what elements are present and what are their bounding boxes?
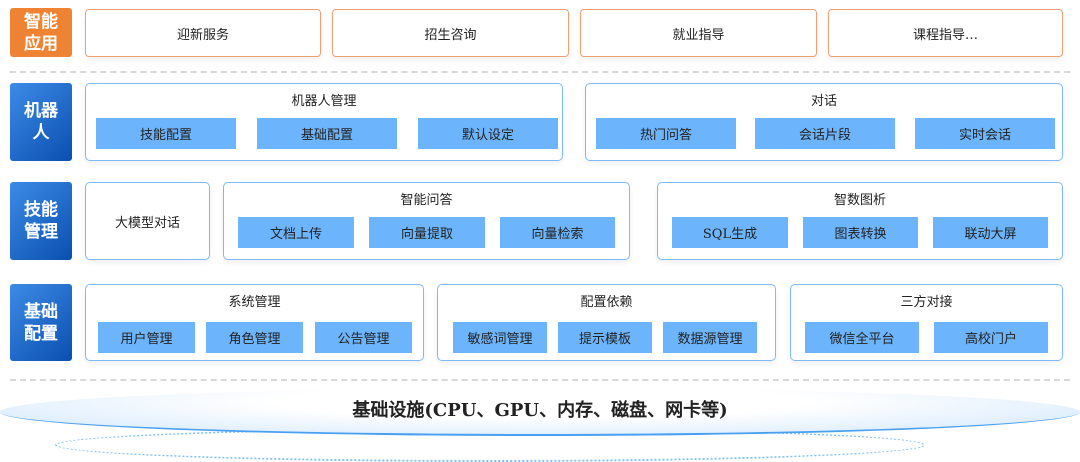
app-box: 招生咨询 bbox=[332, 9, 569, 57]
module-box: 数据源管理 bbox=[663, 322, 757, 353]
group-data-analysis: 智数图析 SQL生成 图表转换 联动大屏 bbox=[657, 182, 1063, 260]
app-box: 课程指导… bbox=[828, 9, 1063, 57]
app-box: 迎新服务 bbox=[85, 9, 321, 57]
module-box: 敏感词管理 bbox=[453, 322, 547, 353]
group-dialog: 对话 热门问答 会话片段 实时会话 bbox=[585, 83, 1063, 161]
module-box: 文档上传 bbox=[238, 217, 354, 248]
module-box: 向量提取 bbox=[369, 217, 485, 248]
layer-label-robot: 机器人 bbox=[10, 83, 72, 161]
group-third-party: 三方对接 微信全平台 高校门户 bbox=[790, 284, 1063, 361]
module-box: 默认设定 bbox=[418, 118, 558, 149]
module-box: 会话片段 bbox=[755, 118, 895, 149]
group-title: 配置依赖 bbox=[580, 295, 633, 310]
module-box: 高校门户 bbox=[934, 322, 1048, 353]
module-box: 实时会话 bbox=[915, 118, 1055, 149]
group-config-deps: 配置依赖 敏感词管理 提示模板 数据源管理 bbox=[437, 284, 776, 361]
module-box: 图表转换 bbox=[803, 217, 918, 248]
infra-ellipse bbox=[0, 388, 1080, 436]
module-box: 角色管理 bbox=[206, 322, 303, 353]
module-box: 热门问答 bbox=[596, 118, 736, 149]
module-box: 用户管理 bbox=[98, 322, 195, 353]
divider bbox=[10, 71, 1070, 73]
layer-label-skill: 技能管理 bbox=[10, 182, 72, 260]
module-box: SQL生成 bbox=[672, 217, 788, 248]
app-box: 就业指导 bbox=[580, 9, 817, 57]
group-system-management: 系统管理 用户管理 角色管理 公告管理 bbox=[85, 284, 424, 361]
llm-dialog-box: 大模型对话 bbox=[85, 182, 210, 260]
divider bbox=[10, 379, 1070, 381]
module-box: 联动大屏 bbox=[933, 217, 1048, 248]
group-robot-management: 机器人管理 技能配置 基础配置 默认设定 bbox=[85, 83, 563, 161]
group-smart-qa: 智能问答 文档上传 向量提取 向量检索 bbox=[223, 182, 630, 260]
group-title: 智数图析 bbox=[833, 193, 886, 208]
module-box: 提示模板 bbox=[558, 322, 652, 353]
group-title: 机器人管理 bbox=[291, 94, 357, 109]
group-title: 三方对接 bbox=[900, 295, 953, 310]
module-box: 公告管理 bbox=[315, 322, 412, 353]
group-title: 对话 bbox=[810, 94, 837, 109]
infra-label: 基础设施(CPU、GPU、内存、磁盘、网卡等) bbox=[352, 400, 728, 421]
group-title: 智能问答 bbox=[400, 193, 453, 208]
module-box: 基础配置 bbox=[257, 118, 397, 149]
layer-label-base: 基础配置 bbox=[10, 284, 72, 361]
module-box: 微信全平台 bbox=[805, 322, 919, 353]
module-box: 向量检索 bbox=[500, 217, 615, 248]
layer-label-app: 智能应用 bbox=[10, 8, 72, 57]
module-box: 技能配置 bbox=[96, 118, 236, 149]
group-title: 系统管理 bbox=[228, 295, 281, 310]
